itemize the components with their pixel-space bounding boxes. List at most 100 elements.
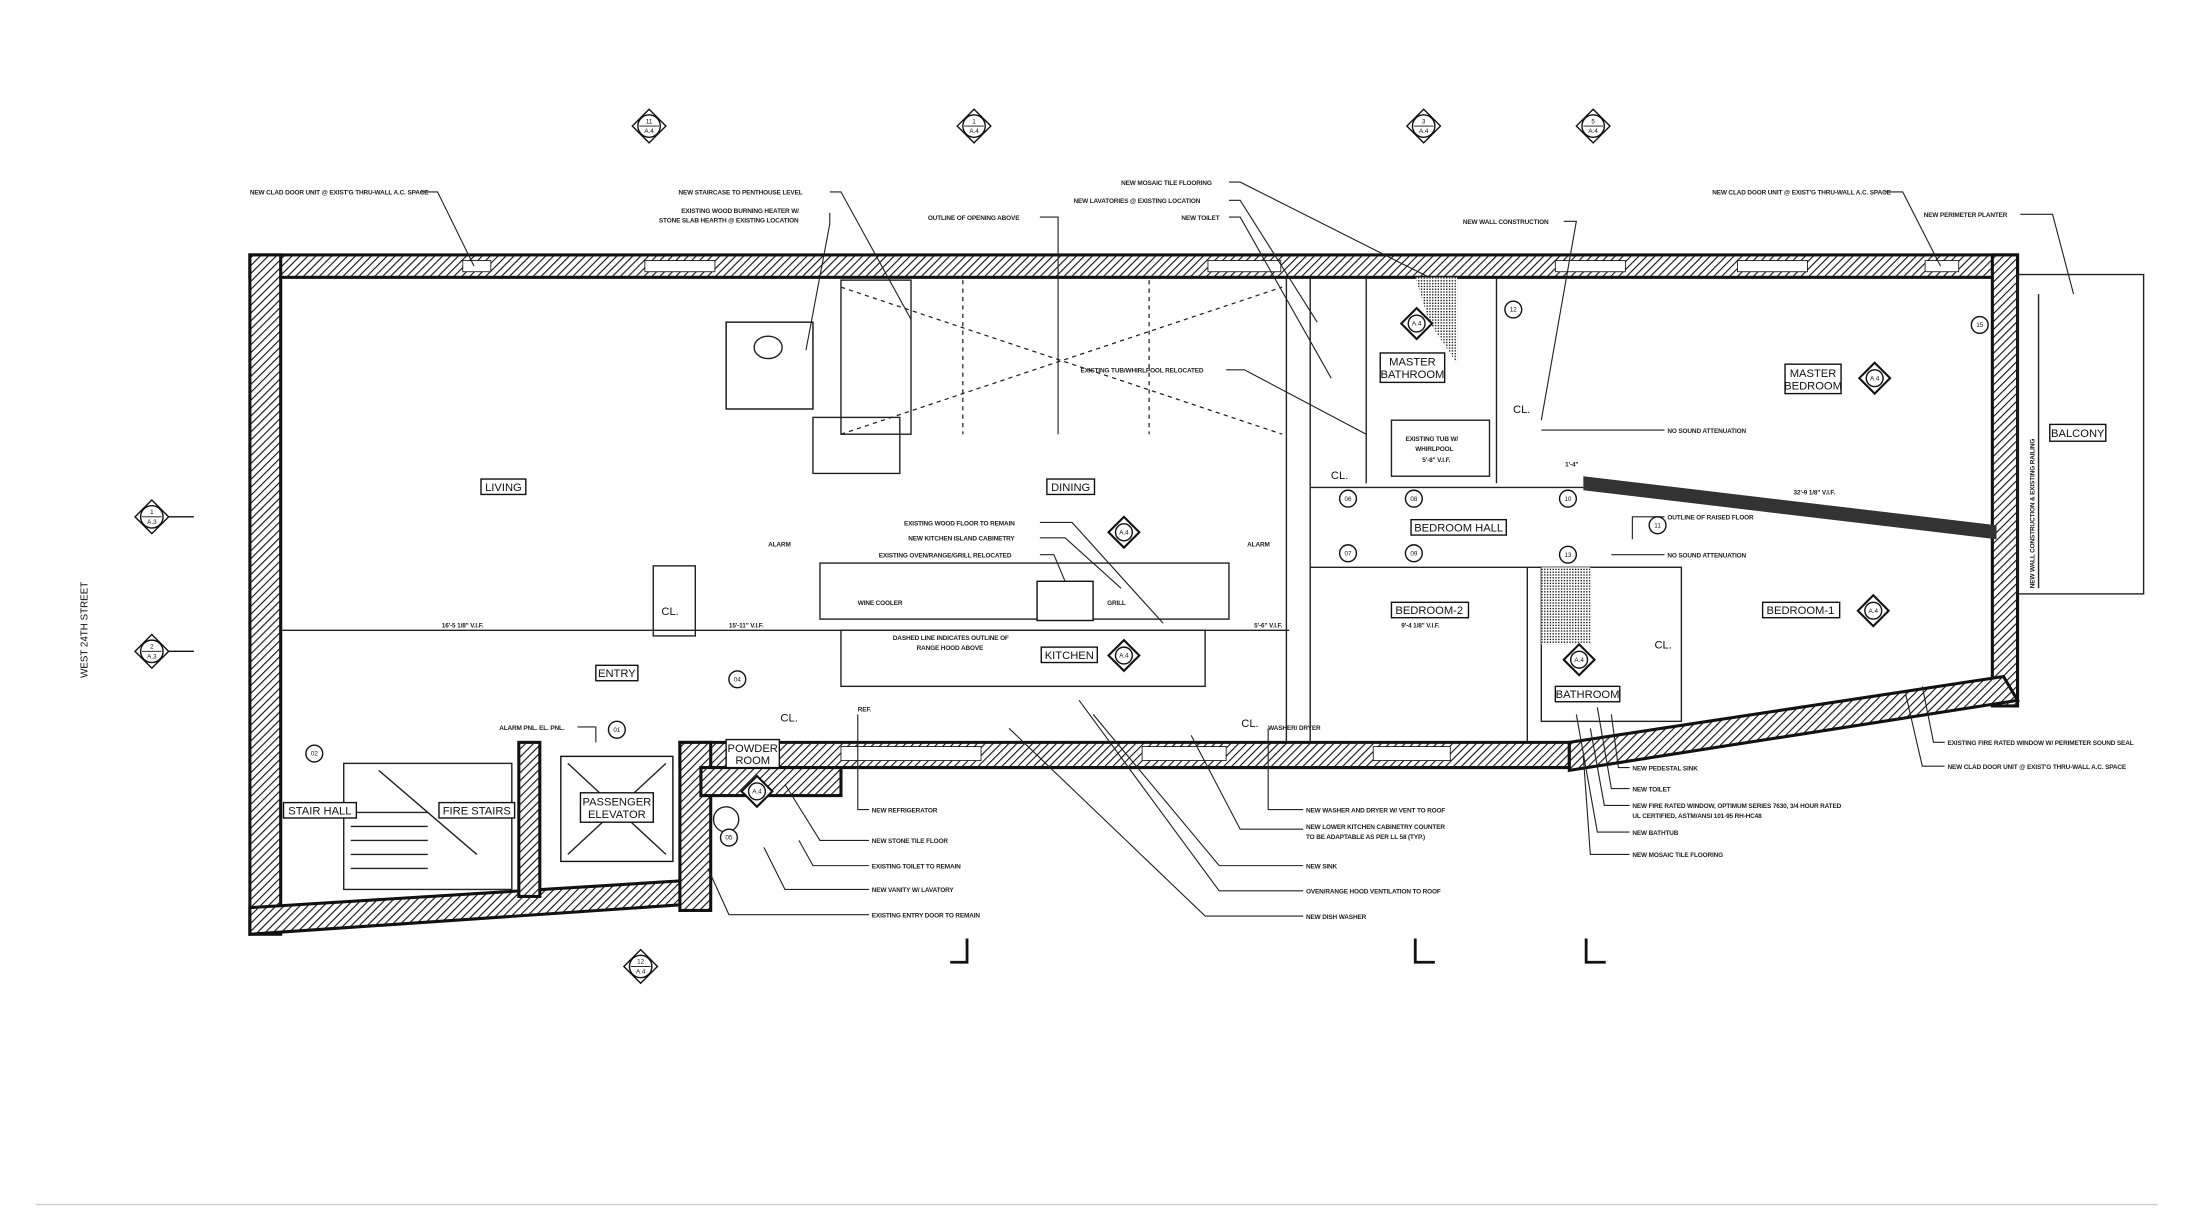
svg-text:11: 11 (1654, 522, 1661, 529)
room-elevator: PASSENGER (582, 796, 651, 808)
svg-text:04: 04 (734, 676, 742, 683)
callout: WINE COOLER (858, 600, 903, 607)
section-marker: 3A.4 (1405, 108, 1442, 144)
callout: NEW LOWER KITCHEN CABINETRY COUNTER (1306, 824, 1445, 831)
door-tags: 02 01 04 05 06 07 08 09 10 11 12 13 15 (305, 300, 1989, 847)
section-marker: 11A.4 (631, 108, 667, 144)
svg-text:A.4: A.4 (1588, 128, 1598, 135)
svg-text:1: 1 (150, 509, 154, 516)
callout: WHIRLPOOL (1415, 446, 1453, 453)
callout: EXISTING WOOD BURNING HEATER W/ (681, 208, 799, 215)
closet-label: CL. (661, 606, 678, 618)
svg-text:15: 15 (1976, 322, 1984, 329)
room-powder: POWDER (728, 743, 778, 755)
callout: NEW REFRIGERATOR (872, 807, 938, 814)
callout: NEW FIRE RATED WINDOW, OPTIMUM SERIES 76… (1632, 803, 1841, 810)
section-marker: 1A.4 (956, 108, 992, 144)
svg-text:12: 12 (1510, 307, 1518, 314)
svg-text:11: 11 (646, 118, 653, 125)
svg-text:A.4: A.4 (1119, 529, 1129, 536)
svg-text:A.3: A.3 (147, 519, 157, 526)
callout: NEW DISH WASHER (1306, 914, 1367, 921)
elevation-tags: A.4 A.4 A.4 A.4 A.4 A.4 A.4 (740, 306, 1892, 809)
room-fire-stairs: FIRE STAIRS (443, 805, 511, 817)
callout: EXISTING TUB W/ (1405, 436, 1458, 443)
interior-lines (280, 273, 2145, 891)
section-marker: 1A.3 (134, 499, 194, 535)
dimension: 1'-4" (1565, 461, 1578, 468)
callout: NEW MOSAIC TILE FLOORING (1632, 852, 1723, 859)
room-elevator-2: ELEVATOR (588, 809, 646, 821)
callout: EXISTING OVEN/RANGE/GRILL RELOCATED (879, 552, 1012, 559)
callout: NEW TOILET (1632, 786, 1670, 793)
svg-text:A.4: A.4 (1119, 653, 1129, 660)
svg-text:2: 2 (150, 644, 154, 651)
callout: NEW VANITY W/ LAVATORY (872, 887, 955, 894)
svg-text:1: 1 (972, 118, 976, 125)
closet-label: CL. (1513, 404, 1530, 416)
room-entry: ENTRY (598, 668, 636, 680)
room-dining: DINING (1051, 482, 1090, 494)
callout: OVEN/RANGE HOOD VENTILATION TO ROOF (1306, 889, 1441, 896)
svg-text:05: 05 (725, 835, 733, 842)
svg-text:12: 12 (637, 959, 645, 966)
callout: ALARM (1247, 541, 1270, 548)
callout: REF. (858, 707, 872, 714)
section-markers: 11A.4 1A.4 3A.4 5A.4 1A.3 2A.3 12A.4 (134, 108, 1611, 985)
section-marker: 2A.3 (134, 633, 194, 670)
callout: NEW PERIMETER PLANTER (1924, 212, 2008, 219)
svg-text:A.4: A.4 (969, 128, 979, 135)
callout: EXISTING TUB/WHIRLPOOL RELOCATED (1080, 368, 1203, 375)
callout: UL CERTIFIED, ASTM/ANSI 101-95 RH-HC48 (1632, 813, 1762, 820)
dimension: 5'-8" V.I.F. (1422, 457, 1450, 464)
callout: NEW SINK (1306, 863, 1338, 870)
room-bathroom: BATHROOM (1556, 689, 1620, 701)
callout: ALARM (768, 541, 791, 548)
callout: NO SOUND ATTENUATION (1667, 552, 1746, 559)
callout: NO SOUND ATTENUATION (1667, 428, 1746, 435)
street-label: WEST 24TH STREET (79, 582, 90, 678)
callout: NEW STONE TILE FLOOR (872, 838, 949, 845)
dimension: 16'-5 1/8" V.I.F. (442, 623, 484, 630)
svg-text:10: 10 (1564, 496, 1572, 503)
svg-text:A.4: A.4 (1574, 657, 1584, 664)
callout: OUTLINE OF RAISED FLOOR (1667, 515, 1754, 522)
callouts-bottom: NEW REFRIGERATOR NEW STONE TILE FLOOR EX… (707, 686, 2134, 921)
room-bedroom-2: BEDROOM-2 (1395, 605, 1463, 617)
room-master-bedroom-2: BEDROOM (1784, 380, 1842, 392)
room-bedroom-1: BEDROOM-1 (1767, 605, 1835, 617)
svg-text:06: 06 (1345, 496, 1353, 503)
closet-label: CL. (1331, 470, 1348, 482)
svg-text:5: 5 (1591, 118, 1595, 125)
closet-label: CL. (1241, 718, 1258, 730)
callout: NEW KITCHEN ISLAND CABINETRY (908, 536, 1015, 543)
room-master-bath: MASTER (1389, 357, 1436, 369)
callout: NEW WASHER AND DRYER W/ VENT TO ROOF (1306, 807, 1445, 814)
callout: NEW TOILET (1181, 215, 1219, 222)
callout: DASHED LINE INDICATES OUTLINE OF (893, 635, 1009, 642)
callout: NEW WALL CONSTRUCTION & EXISTING RAILING (2029, 439, 2036, 589)
callout: NEW LAVATORIES @ EXISTING LOCATION (1073, 198, 1200, 205)
callouts-mid: EXISTING TUB/WHIRLPOOL RELOCATED NO SOUN… (499, 368, 2036, 743)
svg-text:09: 09 (1410, 550, 1418, 557)
room-balcony: BALCONY (2051, 428, 2105, 440)
callout: WASHER/ DRYER (1268, 725, 1321, 732)
svg-text:02: 02 (311, 751, 319, 758)
callout: EXISTING FIRE RATED WINDOW W/ PERIMETER … (1948, 740, 2134, 747)
callout: EXISTING TOILET TO REMAIN (872, 863, 961, 870)
dimension: 9'-4 1/8" V.I.F. (1401, 623, 1440, 630)
svg-text:A.4: A.4 (1412, 321, 1422, 328)
dimension: 5'-6" V.I.F. (1254, 623, 1282, 630)
callout: EXISTING ENTRY DOOR TO REMAIN (872, 912, 981, 919)
room-labels: LIVING DINING KITCHEN ENTRY POWDER ROOM … (282, 352, 2107, 823)
callout: TO BE ADAPTABLE AS PER LL 58 (TYP.) (1306, 834, 1425, 841)
room-powder-2: ROOM (735, 755, 770, 767)
callout: NEW MOSAIC TILE FLOORING (1121, 180, 1212, 187)
svg-text:01: 01 (613, 727, 621, 734)
callout: NEW BATHTUB (1632, 830, 1678, 837)
svg-text:A.4: A.4 (1419, 128, 1429, 135)
svg-text:A.4: A.4 (1870, 375, 1880, 382)
callout: RANGE HOOD ABOVE (917, 645, 984, 652)
callout: NEW STAIRCASE TO PENTHOUSE LEVEL (678, 190, 802, 197)
